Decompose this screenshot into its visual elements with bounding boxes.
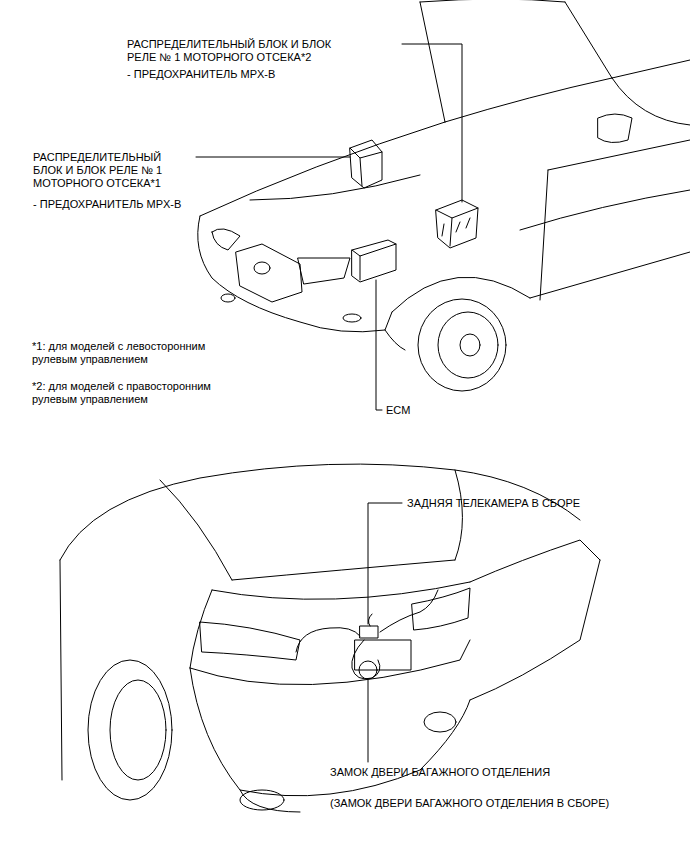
- label-text: РАСПРЕДЕЛИТЕЛЬНЫЙ БЛОК И БЛОК РЕЛЕ № 1 М…: [127, 38, 359, 64]
- part-name: ЗАМОК ДВЕРИ БАГАЖНОГО ОТДЕЛЕНИЯ: [330, 766, 550, 779]
- label-text: *1: для моделей с левосторонним рулевым …: [32, 340, 237, 366]
- part-detail: - ПРЕДОХРАНИТЕЛЬ MPX-B: [33, 198, 181, 211]
- rear-car: [60, 464, 600, 812]
- label-text: (ЗАМОК ДВЕРИ БАГАЖНОГО ОТДЕЛЕНИЯ В СБОРЕ…: [330, 797, 609, 810]
- footnote: *2: для моделей с правосторонним рулевым…: [32, 380, 242, 406]
- label-text: - ПРЕДОХРАНИТЕЛЬ MPX-B: [33, 198, 181, 211]
- part-name: (ЗАМОК ДВЕРИ БАГАЖНОГО ОТДЕЛЕНИЯ В СБОРЕ…: [330, 797, 609, 810]
- label-text: ЗАМОК ДВЕРИ БАГАЖНОГО ОТДЕЛЕНИЯ: [330, 766, 550, 779]
- label-text: ЗАДНЯЯ ТЕЛЕКАМЕРА В СБОРЕ: [407, 497, 580, 510]
- part-detail: - ПРЕДОХРАНИТЕЛЬ MPX-B: [127, 68, 275, 81]
- label-text: ECM: [386, 404, 410, 417]
- label-text: РАСПРЕДЕЛИТЕЛЬНЫЙ БЛОК И БЛОК РЕЛЕ № 1 М…: [33, 151, 193, 190]
- part-name: РАСПРЕДЕЛИТЕЛЬНЫЙ БЛОК И БЛОК РЕЛЕ № 1 М…: [33, 151, 193, 190]
- part-name: ECM: [386, 404, 410, 417]
- part-name: РАСПРЕДЕЛИТЕЛЬНЫЙ БЛОК И БЛОК РЕЛЕ № 1 М…: [127, 38, 359, 64]
- label-text: - ПРЕДОХРАНИТЕЛЬ MPX-B: [127, 68, 275, 81]
- part-name: ЗАДНЯЯ ТЕЛЕКАМЕРА В СБОРЕ: [407, 497, 580, 510]
- footnote: *1: для моделей с левосторонним рулевым …: [32, 340, 237, 366]
- label-text: *2: для моделей с правосторонним рулевым…: [32, 380, 242, 406]
